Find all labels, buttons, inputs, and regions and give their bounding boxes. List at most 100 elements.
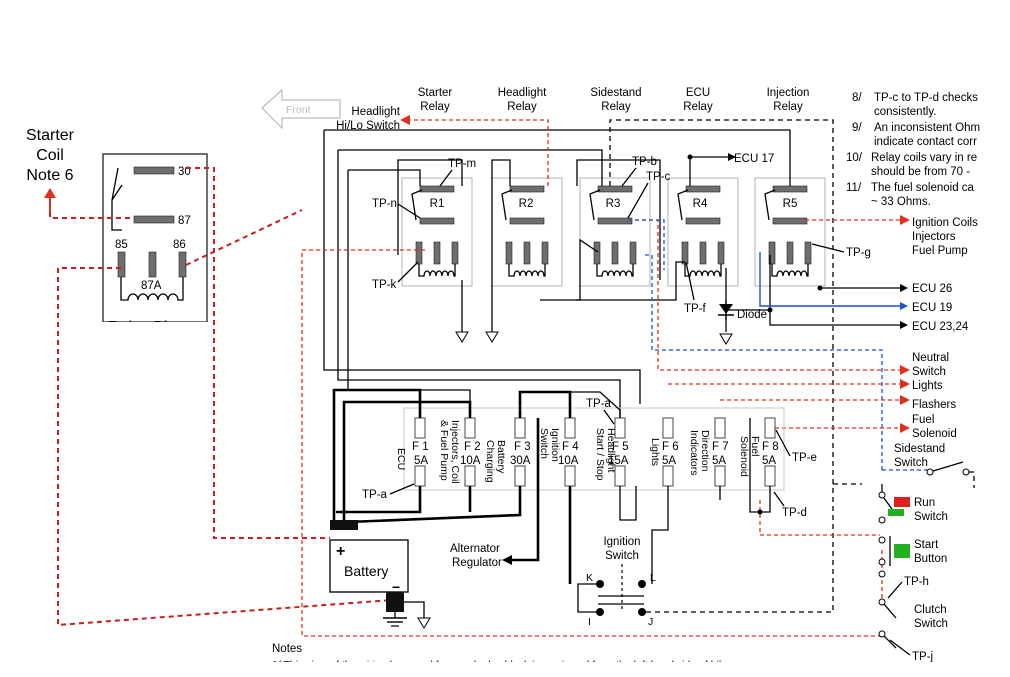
- pin-87-label: 87: [178, 215, 191, 227]
- relay-id-r5: R5: [783, 198, 798, 210]
- ecu-17-label: ECU 17: [734, 153, 774, 165]
- battery-label: Battery: [344, 563, 388, 579]
- fuses: [414, 417, 776, 487]
- fuse-2-bottom: [464, 465, 476, 487]
- starter-coil-line3: Note 6: [26, 167, 73, 184]
- relay-title-injection-1: Injection: [767, 87, 810, 99]
- fuse-6-top: [662, 417, 674, 439]
- diode-label: Diode: [737, 309, 767, 321]
- fuse-5-id: F 5: [612, 441, 629, 453]
- headlight-switch-line2: Hi/Lo Switch: [336, 120, 400, 132]
- ecu-relay-dashed: [609, 119, 834, 613]
- battery: + Battery −: [329, 520, 431, 629]
- out-sidestand-2: Switch: [894, 457, 928, 469]
- fuse-7-desc1: Direction: [699, 430, 711, 472]
- headlight-switch-line1: Headlight: [351, 106, 400, 118]
- ignition-switch-title2: Switch: [605, 550, 639, 562]
- relay-3: [579, 177, 651, 287]
- starter-coil-note: Starter Coil Note 6: [26, 127, 75, 212]
- out-neutral-1: Neutral: [912, 352, 949, 364]
- relay-id-r2: R2: [519, 198, 534, 210]
- alternator-line1: Alternator: [450, 543, 500, 555]
- fuse-2-desc1: Injectors, Coil: [449, 420, 461, 484]
- ignition-switch: Ignition Switch K L I J: [577, 536, 656, 628]
- front-arrow: Front: [261, 88, 341, 130]
- fuse-2-id: F 2: [464, 441, 481, 453]
- relay-id-r3: R3: [606, 198, 621, 210]
- fuse-4-desc1: Ignition: [549, 428, 561, 462]
- out-neutral-2: Switch: [912, 366, 946, 378]
- out-fuel-1: Fuel: [912, 414, 934, 426]
- fuse-1-rating: 5A: [414, 455, 428, 467]
- pin-87a-label: 87A: [141, 280, 162, 292]
- ecu-2324-label: ECU 23,24: [912, 321, 969, 333]
- relay-pinout: 30 87 85 86 87A Relay Pinouts: [102, 153, 208, 336]
- fuse-8-desc2: Solenoid: [738, 436, 750, 477]
- starter-coil-line1: Starter: [26, 127, 75, 144]
- switch-chain: [878, 461, 975, 649]
- note-10-num: 10/: [846, 152, 863, 164]
- out-ignition-3: Fuel Pump: [912, 245, 968, 257]
- fuse-3-desc1: Battery: [495, 440, 507, 474]
- fuse-6-id: F 6: [662, 441, 679, 453]
- relay-block: [401, 177, 826, 287]
- relay-title-sidestand-2: Relay: [601, 101, 631, 113]
- out-clutch-2: Switch: [914, 618, 948, 630]
- starter-coil-arrowhead: [44, 188, 56, 198]
- relay-title-starter-1: Starter: [418, 87, 453, 99]
- fuse-1-bottom: [414, 465, 426, 487]
- fuse-1-top: [414, 417, 426, 439]
- relay-4: [667, 177, 739, 287]
- fuse-1-id: F 1: [412, 441, 429, 453]
- tp-c: TP-c: [646, 171, 671, 183]
- fuse-5-desc2: Start / Stop: [594, 428, 606, 481]
- fuse-7-desc2: Indicators: [688, 430, 700, 476]
- fuse-7-rating: 5A: [712, 455, 726, 467]
- note-9-line2: indicate contact corr: [874, 136, 977, 148]
- alternator-line2: Regulator: [452, 557, 502, 569]
- out-run-1: Run: [914, 497, 935, 509]
- run-switch-indicator-green: [888, 509, 904, 516]
- ignition-i: I: [588, 616, 591, 628]
- fuse-3-bottom: [514, 465, 526, 487]
- fuse-8-id: F 8: [762, 441, 779, 453]
- note-9-num: 9/: [852, 122, 862, 134]
- fuse-3-desc2: Charging: [484, 440, 496, 483]
- relay-title-starter-2: Relay: [420, 101, 450, 113]
- fuse-2-desc2: & Fuel Pump: [438, 420, 450, 481]
- relay-id-r1: R1: [430, 198, 445, 210]
- out-flashers: Flashers: [912, 399, 956, 411]
- ecu-19-label: ECU 19: [912, 302, 952, 314]
- tp-m: TP-m: [448, 158, 476, 170]
- out-start-2: Button: [914, 553, 947, 565]
- fuse-2-rating: 10A: [460, 455, 481, 467]
- fuse-6-desc: Lights: [649, 438, 661, 466]
- relay-wiring: [323, 129, 908, 418]
- fuse-8-bottom: [764, 465, 776, 487]
- fuse-7-id: F 7: [712, 441, 729, 453]
- fuse-block: [403, 407, 785, 491]
- starter-coil-line2: Coil: [36, 147, 64, 164]
- out-clutch-1: Clutch: [914, 604, 947, 616]
- notes-title: Notes: [272, 643, 302, 655]
- fuse-6-bottom: [662, 465, 674, 487]
- relay-title-injection-2: Relay: [773, 101, 803, 113]
- note-8-line2: consistently.: [874, 106, 936, 118]
- ignition-k: K: [586, 572, 593, 584]
- note-9-line1: An inconsistent Ohm: [874, 122, 980, 134]
- fuse-7-bottom: [714, 465, 726, 487]
- out-sidestand-1: Sidestand: [894, 443, 945, 455]
- battery-wiring: [332, 388, 771, 584]
- fuse-6-rating: 5A: [662, 455, 676, 467]
- fuse-8-rating: 5A: [762, 455, 776, 467]
- note-10-line1: Relay coils vary in re: [871, 152, 977, 164]
- ecu-26-label: ECU 26: [912, 283, 952, 295]
- tp-a-right: TP-a: [586, 398, 612, 410]
- notes-list: 8/ TP-c to TP-d checks consistently. 9/ …: [846, 92, 980, 208]
- start-button-indicator: [894, 544, 910, 558]
- fuse-8-top: [764, 417, 776, 439]
- note-11-num: 11/: [846, 182, 862, 194]
- out-start-1: Start: [914, 539, 939, 551]
- out-ignition-1: Ignition Coils: [912, 217, 978, 229]
